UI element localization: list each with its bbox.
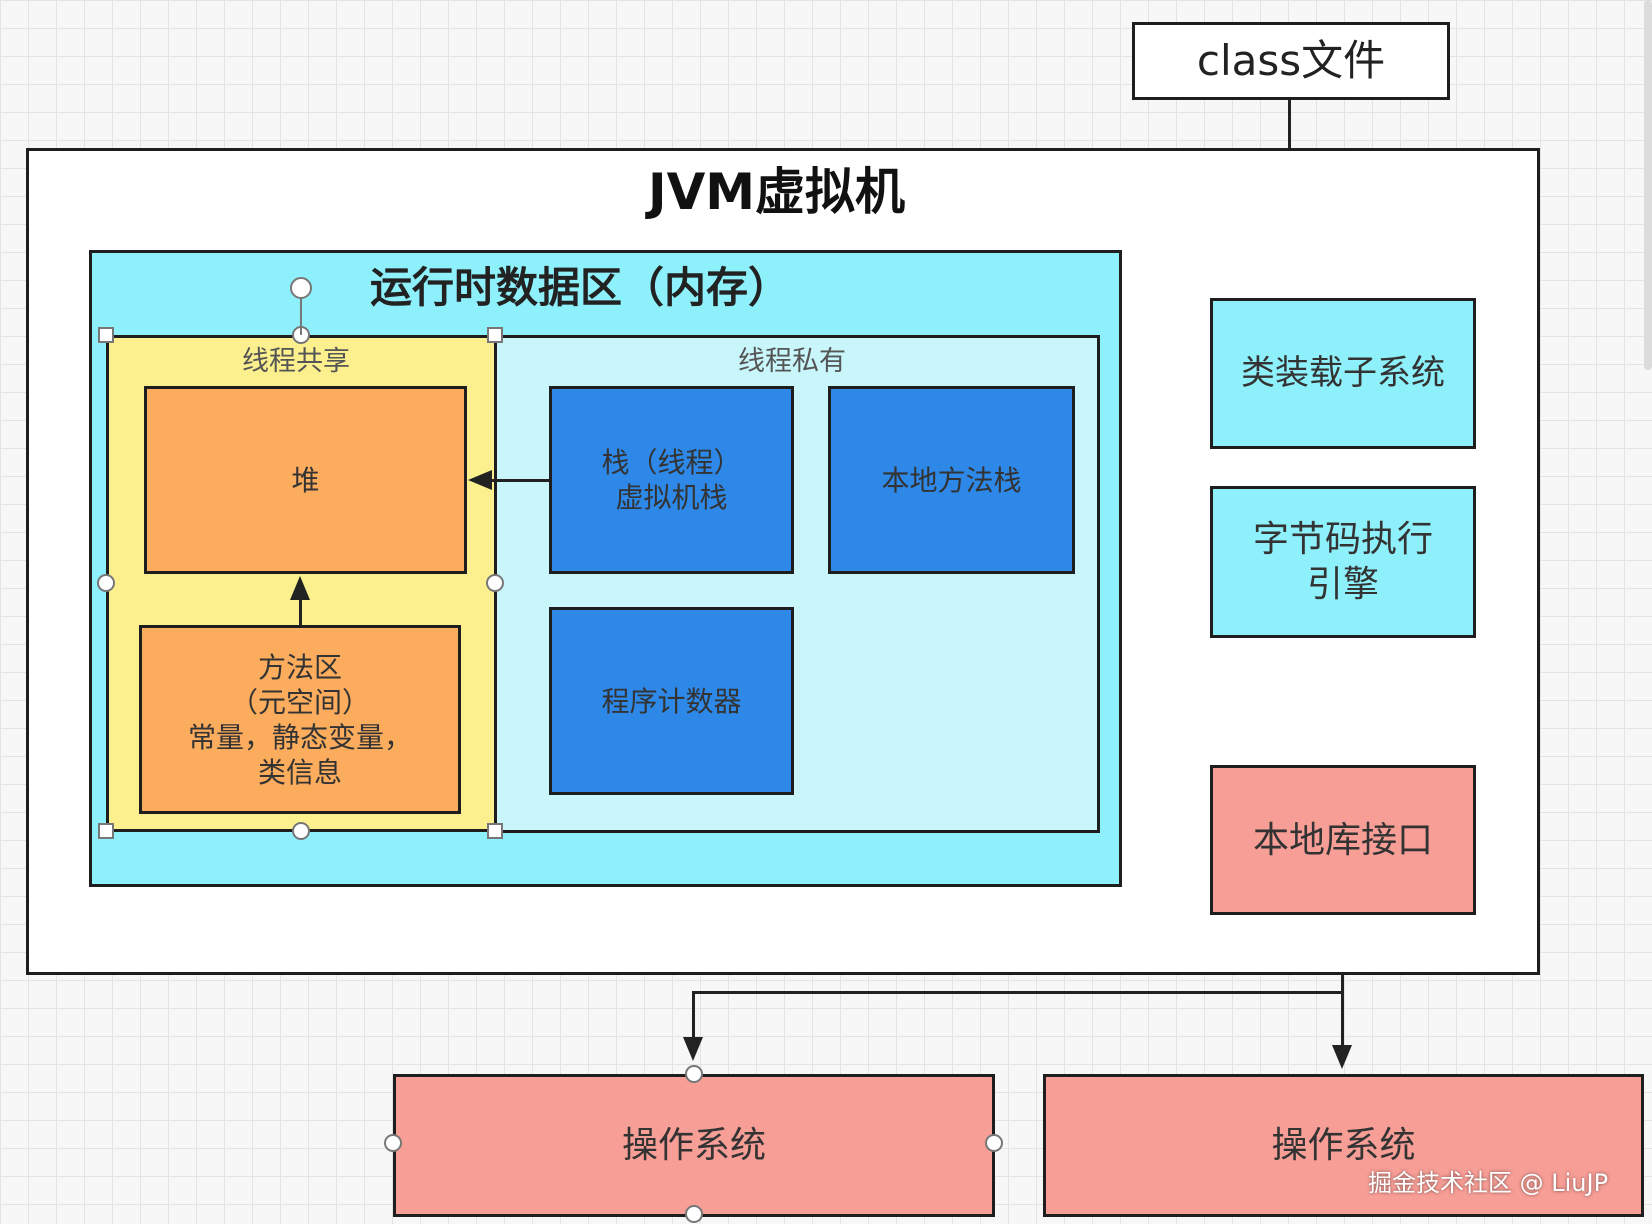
connection-point[interactable]	[685, 1065, 703, 1083]
native-method-stack-label: 本地方法栈	[881, 463, 1022, 497]
connection-point[interactable]	[384, 1134, 402, 1152]
class-loader-subsystem-label: 类装载子系统	[1241, 353, 1445, 394]
selection-handle[interactable]	[486, 574, 504, 592]
class-file-box: class文件	[1132, 22, 1450, 100]
native-library-interface-box: 本地库接口	[1210, 765, 1476, 915]
os-right-label: 操作系统	[1271, 1125, 1416, 1166]
selection-handle[interactable]	[97, 574, 115, 592]
method-area-label: 方法区 （元空间） 常量，静态变量， 类信息	[187, 650, 412, 789]
connector-stack-to-heap	[490, 479, 550, 482]
arrowhead-heap-up	[290, 576, 310, 600]
jvm-title: JVM虚拟机	[648, 163, 906, 221]
arrowhead-os-right	[1332, 1045, 1352, 1069]
heap-box: 堆	[144, 386, 467, 574]
method-area-box: 方法区 （元空间） 常量，静态变量， 类信息	[139, 625, 461, 814]
selection-handle[interactable]	[487, 823, 503, 839]
os-left-box: 操作系统	[393, 1074, 995, 1217]
vm-stack-box: 栈（线程） 虚拟机栈	[549, 386, 794, 574]
os-right-box: 操作系统	[1043, 1074, 1644, 1217]
program-counter-label: 程序计数器	[601, 684, 742, 718]
native-library-interface-label: 本地库接口	[1252, 819, 1433, 861]
program-counter-box: 程序计数器	[549, 607, 794, 795]
selection-handle[interactable]	[98, 327, 114, 343]
rotate-handle[interactable]	[290, 277, 312, 299]
rotate-handle-stem	[300, 290, 302, 335]
thread-private-label: 线程私有	[738, 346, 846, 377]
runtime-data-area-title: 运行时数据区（内存）	[370, 263, 791, 312]
bytecode-engine-label: 字节码执行 引擎	[1252, 519, 1433, 605]
scrollbar[interactable]	[1644, 0, 1652, 370]
arrowhead-heap-left	[468, 470, 492, 490]
class-file-label: class文件	[1196, 35, 1386, 85]
connector-os-left-v	[692, 991, 695, 1039]
connector-native-to-os-left-h	[692, 991, 1344, 994]
watermark: 掘金技术社区 @ LiuJP	[1368, 1169, 1609, 1197]
connector-method-to-heap	[299, 596, 302, 626]
arrowhead-os-left	[683, 1037, 703, 1061]
selection-handle[interactable]	[98, 823, 114, 839]
connection-point[interactable]	[685, 1205, 703, 1223]
bytecode-engine-box: 字节码执行 引擎	[1210, 486, 1476, 638]
vm-stack-label: 栈（线程） 虚拟机栈	[601, 446, 742, 514]
os-left-label: 操作系统	[621, 1125, 766, 1166]
class-loader-subsystem-box: 类装载子系统	[1210, 298, 1476, 449]
heap-label: 堆	[291, 463, 320, 497]
connection-point[interactable]	[985, 1134, 1003, 1152]
selection-handle[interactable]	[292, 822, 310, 840]
selection-handle[interactable]	[487, 327, 503, 343]
thread-shared-label: 线程共享	[242, 346, 350, 377]
native-method-stack-box: 本地方法栈	[828, 386, 1075, 574]
connector-native-down	[1341, 912, 1344, 1050]
